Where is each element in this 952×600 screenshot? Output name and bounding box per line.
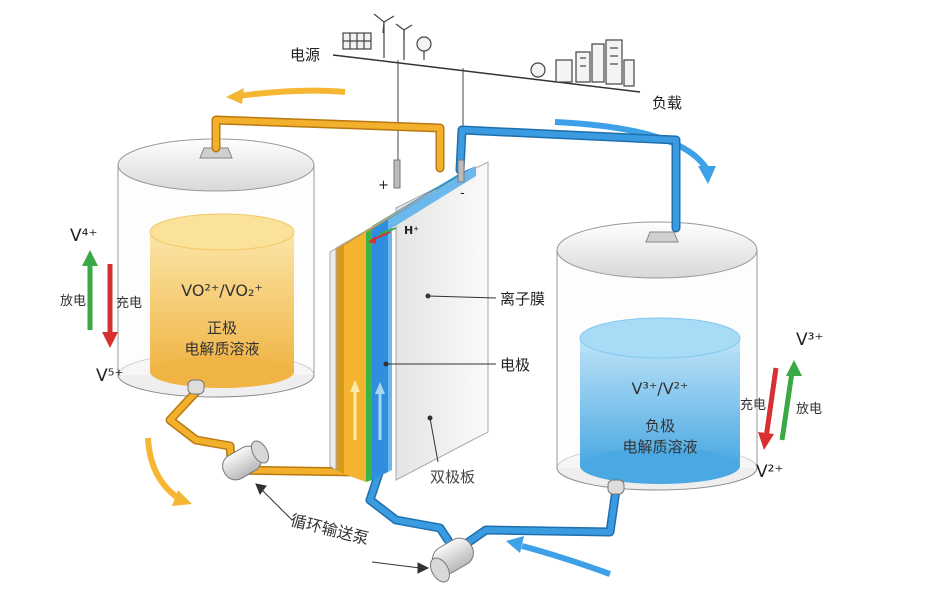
positive-tank-name-2: 电解质溶液 — [184, 340, 260, 358]
left-charge-arrow — [102, 264, 118, 348]
negative-tank-name-1: 负极 — [644, 417, 675, 435]
city-load-icon — [530, 39, 635, 87]
orange-flow-arrow-top — [237, 87, 346, 99]
right-discharge-label: 放电 — [796, 402, 823, 417]
renewable-source-icon — [342, 13, 432, 60]
orange-arrowhead-bottom — [172, 490, 192, 506]
right-discharge-arrow — [779, 360, 802, 441]
left-discharge-label: 放电 — [60, 294, 87, 309]
negative-tank-name-2: 电解质溶液 — [622, 438, 698, 456]
load-label: 负载 — [652, 94, 683, 112]
cell-stack — [329, 159, 489, 482]
v3-ion-label: V³⁺ — [796, 330, 824, 350]
bipolar-plate-label: 双极板 — [430, 468, 476, 486]
callout-lines — [255, 293, 497, 574]
membrane-label: 离子膜 — [500, 290, 546, 308]
right-charge-label: 充电 — [740, 398, 767, 413]
right-charge-arrow — [758, 367, 779, 450]
pump-bottom — [430, 537, 474, 583]
electrode-label: 电极 — [500, 356, 531, 374]
proton-label: H⁺ — [404, 224, 420, 237]
negative-electrolyte-tank — [556, 221, 758, 491]
positive-tank-name-1: 正极 — [206, 319, 237, 337]
negative-couple-label: V³⁺/V²⁺ — [631, 379, 689, 398]
positive-couple-label: VO²⁺/VO₂⁺ — [181, 281, 263, 300]
blue-arrowhead-top — [698, 166, 716, 184]
v4-ion-label: V⁴⁺ — [70, 226, 98, 246]
left-charge-label: 充电 — [116, 296, 143, 311]
left-tank-outlet — [187, 379, 205, 395]
blue-pipe — [365, 125, 681, 553]
v2-ion-label: V²⁺ — [756, 462, 784, 482]
right-tank-outlet — [607, 479, 625, 495]
v5-ion-label: V⁵⁺ — [96, 366, 124, 386]
power-source-label: 电源 — [290, 46, 321, 64]
negative-terminal-label: - — [460, 186, 465, 201]
pump-left — [222, 440, 270, 481]
orange-flow-arrow-bottom — [145, 437, 180, 501]
orange-arrowhead-top — [226, 88, 244, 104]
positive-electrolyte-tank — [117, 138, 315, 398]
positive-terminal-label: + — [378, 178, 389, 193]
blue-flow-arrow-top — [554, 119, 709, 170]
left-discharge-arrow — [82, 250, 98, 330]
blue-arrowhead-bottom — [506, 536, 524, 553]
blue-flow-arrow-bottom — [521, 543, 612, 577]
